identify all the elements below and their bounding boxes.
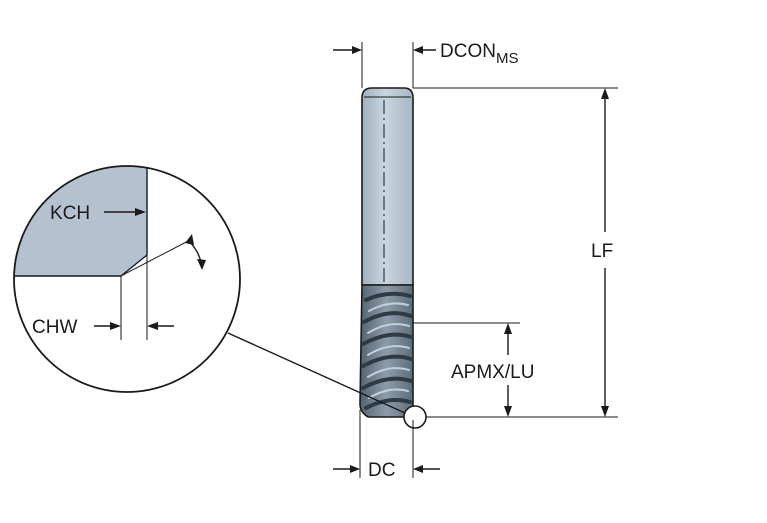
end-mill-tool — [359, 87, 427, 429]
lf-label: LF — [591, 241, 613, 262]
apmx-lu-dimension: APMX/LU — [413, 322, 534, 417]
dc-dimension: DC — [333, 410, 440, 481]
helix-highlights — [367, 302, 410, 399]
corner-chamfer-detail-view: KCH CHW — [13, 165, 241, 393]
dcon-dimension: DCONMS — [333, 41, 518, 88]
chw-label: CHW — [32, 317, 77, 338]
dcon-label-main: DCON — [440, 41, 496, 62]
helix-grooves — [361, 291, 413, 410]
dcon-label-subscript: MS — [496, 50, 519, 67]
apmx-lu-label: APMX/LU — [451, 362, 534, 383]
detail-leader-line — [227, 332, 406, 414]
dcon-label: DCONMS — [440, 41, 518, 67]
dc-label: DC — [368, 460, 395, 481]
tool-shank — [361, 87, 414, 286]
lf-dimension: LF — [413, 87, 618, 418]
kch-label: KCH — [50, 203, 90, 224]
corner-detail-marker — [403, 405, 427, 429]
